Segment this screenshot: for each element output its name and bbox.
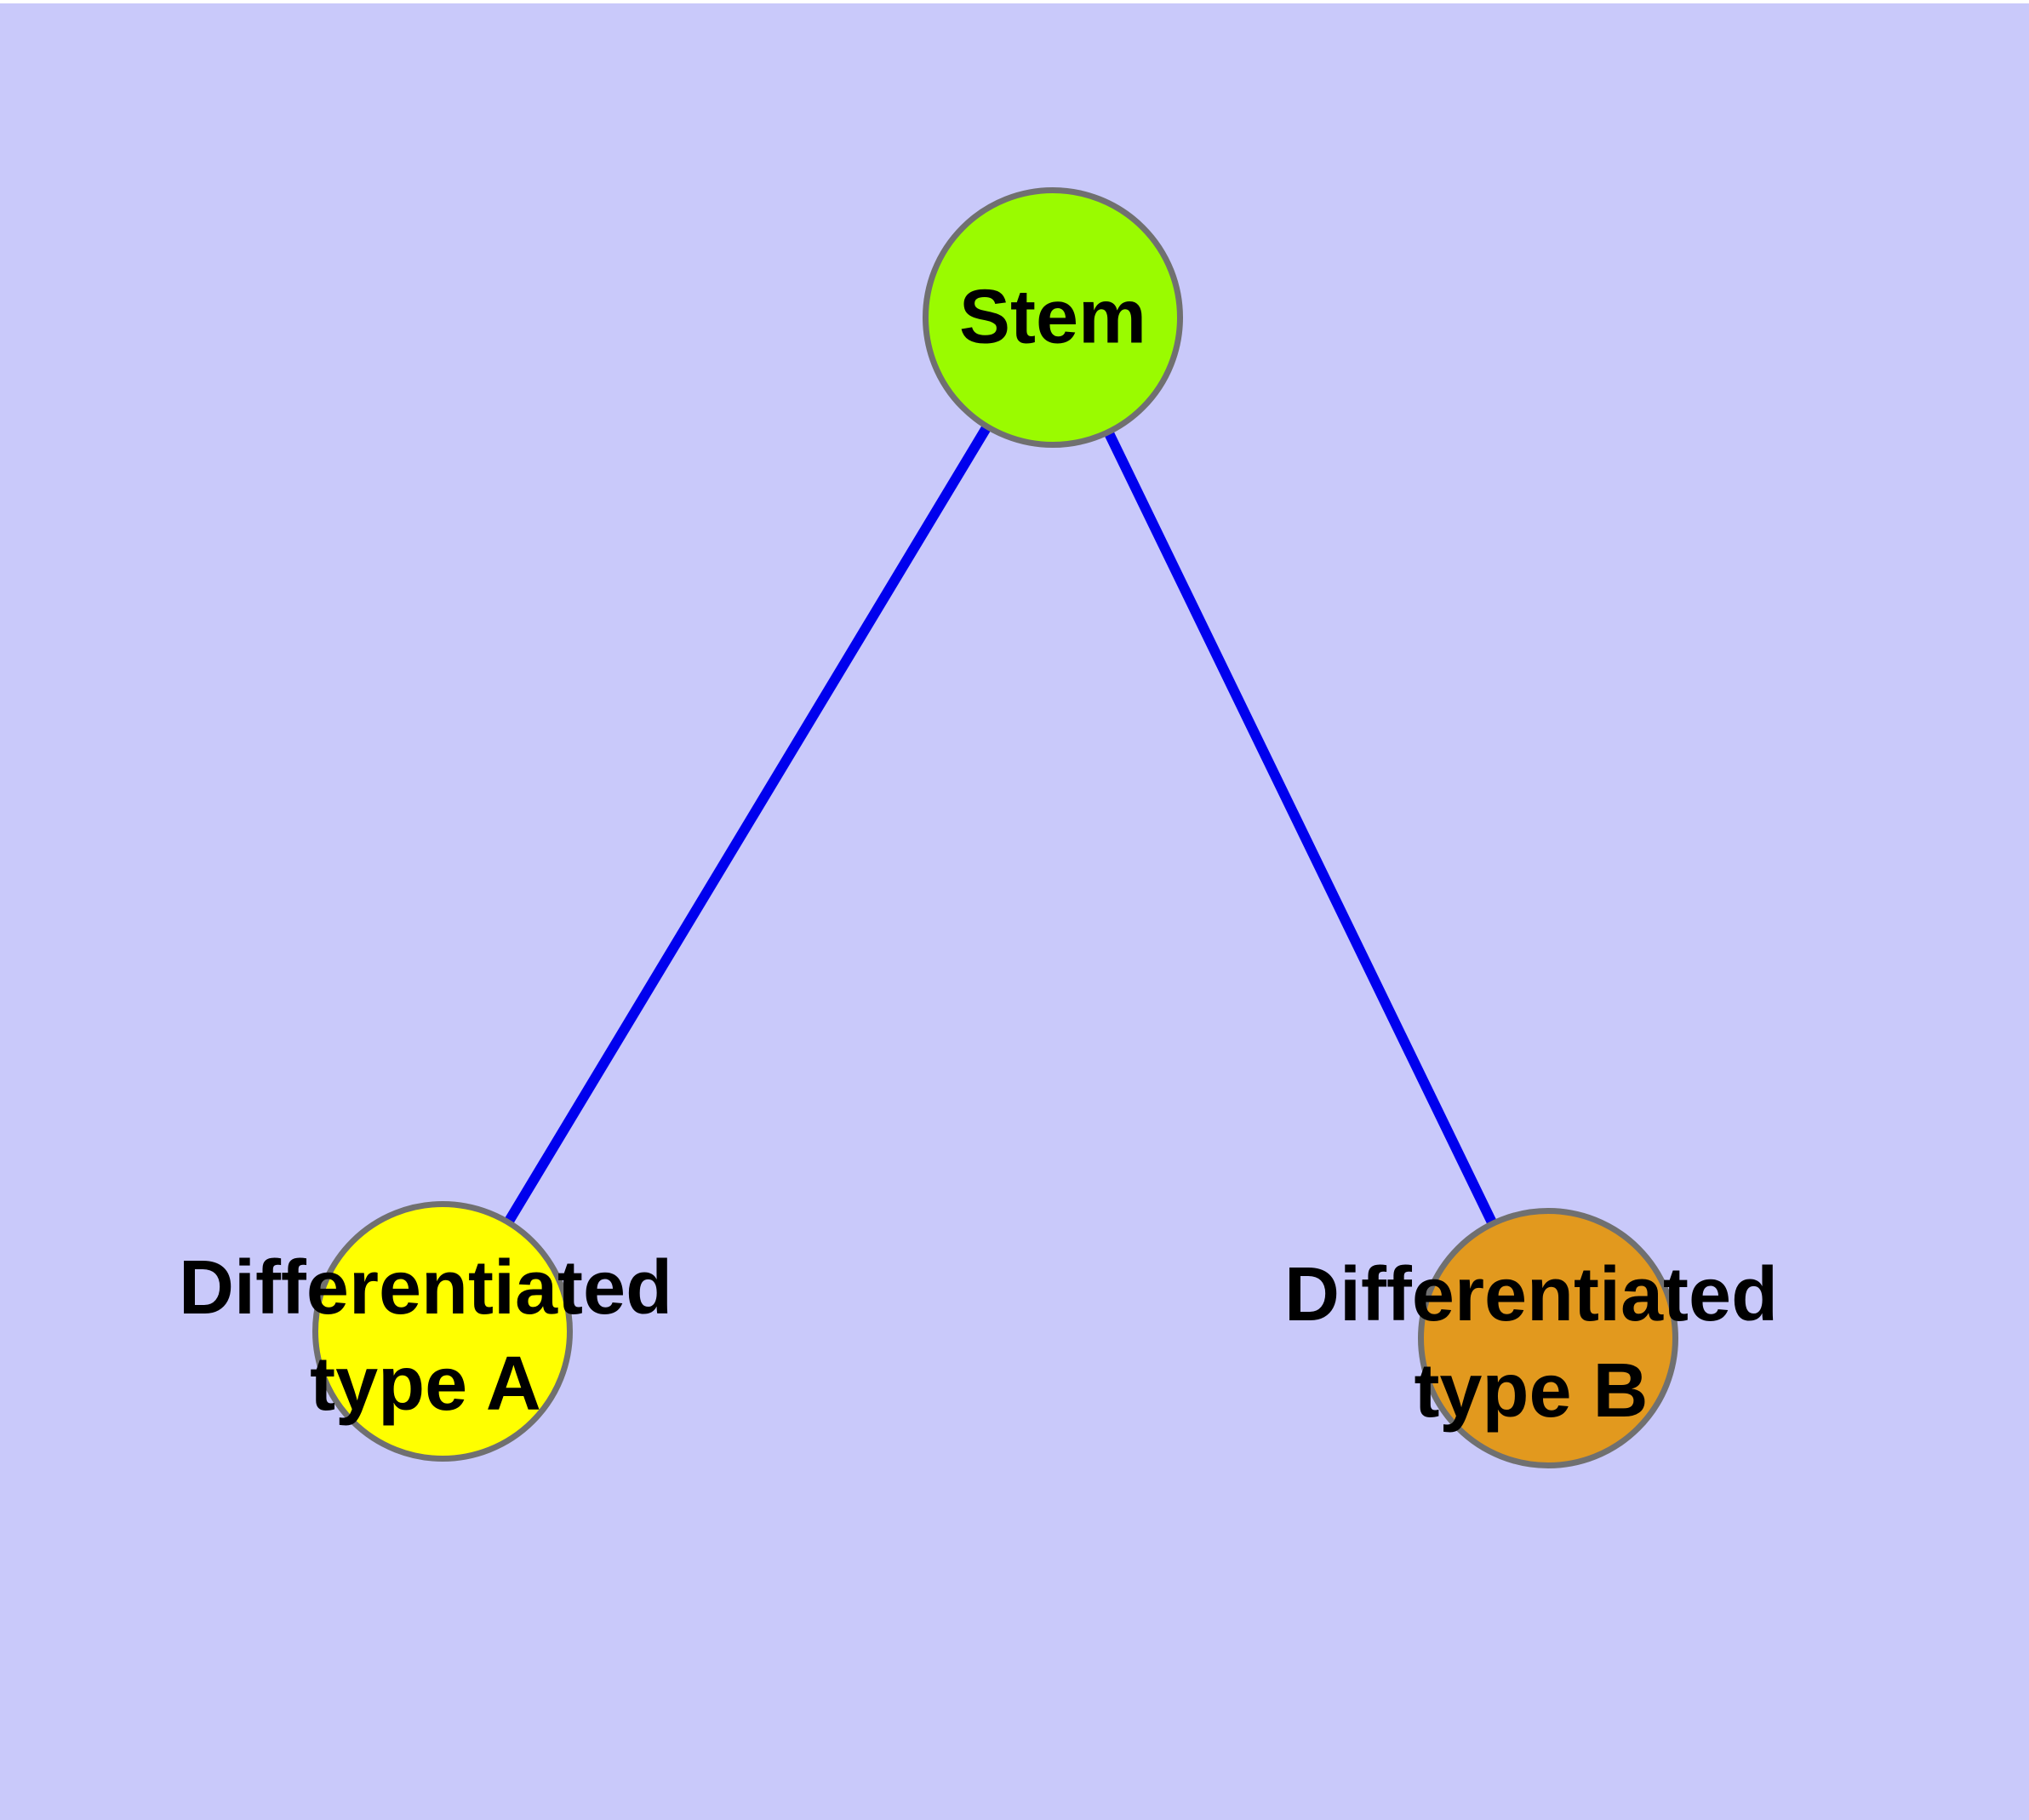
node-label-differentiated-type-b: Differentiated type B	[1284, 1247, 1778, 1439]
node-differentiated-type-a	[312, 1201, 573, 1462]
node-label-stem: Stem	[958, 274, 1147, 360]
node-differentiated-type-b	[1418, 1208, 1678, 1468]
node-stem	[923, 187, 1183, 448]
node-label-type-b-line1: Differentiated	[1283, 1252, 1779, 1337]
edge-stem-to-type-a	[437, 314, 1058, 1335]
node-label-type-a-line2: type A	[310, 1342, 541, 1427]
node-label-type-a-line1: Differentiated	[178, 1245, 673, 1331]
top-margin	[0, 0, 2029, 3]
edge-stem-to-type-b	[1048, 315, 1553, 1341]
node-label-type-b-line2: type B	[1414, 1348, 1649, 1434]
node-label-differentiated-type-a: Differentiated type A	[179, 1240, 672, 1433]
